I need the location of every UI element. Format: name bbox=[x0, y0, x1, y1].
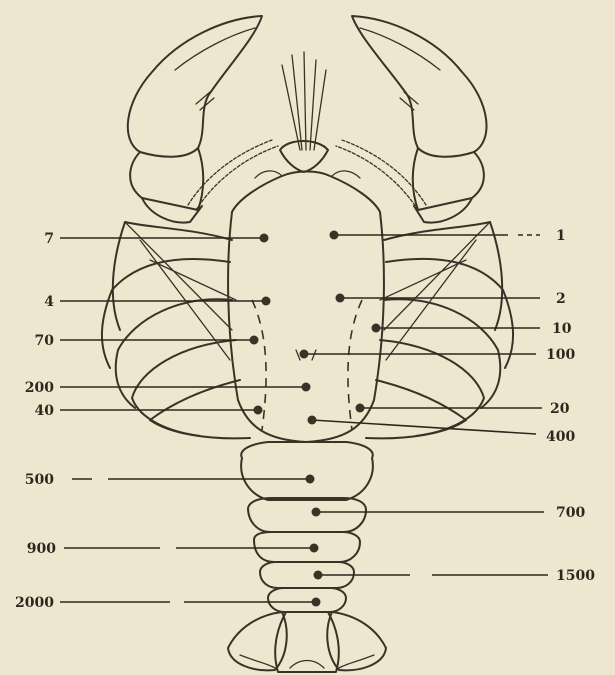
right-walking-legs bbox=[366, 222, 513, 438]
right-claw bbox=[352, 16, 487, 223]
label-1: 1 bbox=[556, 228, 566, 244]
label-200: 200 bbox=[25, 380, 54, 396]
dot-400 bbox=[308, 416, 317, 425]
dot-2000 bbox=[312, 598, 321, 607]
left-claw bbox=[128, 16, 262, 223]
right-leader-lines bbox=[304, 235, 548, 575]
dot-100 bbox=[300, 350, 309, 359]
right-labels: 1 2 10 100 20 400 700 1500 bbox=[546, 228, 595, 584]
carapace bbox=[228, 171, 384, 442]
dot-900 bbox=[310, 544, 319, 553]
dot-500 bbox=[306, 475, 315, 484]
label-4: 4 bbox=[44, 294, 54, 310]
dot-40 bbox=[254, 406, 263, 415]
dot-2 bbox=[336, 294, 345, 303]
dot-4 bbox=[262, 297, 271, 306]
dot-1500 bbox=[314, 571, 323, 580]
label-20: 20 bbox=[550, 401, 570, 417]
label-1500: 1500 bbox=[556, 568, 595, 584]
antennules bbox=[280, 52, 328, 172]
label-2000: 2000 bbox=[15, 595, 54, 611]
dot-10 bbox=[372, 324, 381, 333]
label-700: 700 bbox=[556, 505, 585, 521]
label-40: 40 bbox=[35, 403, 55, 419]
dot-1 bbox=[330, 231, 339, 240]
left-leader-lines bbox=[60, 238, 316, 602]
label-100: 100 bbox=[546, 347, 575, 363]
abdomen bbox=[241, 442, 373, 612]
label-500: 500 bbox=[25, 472, 54, 488]
measurement-dots bbox=[250, 231, 381, 607]
dot-7 bbox=[260, 234, 269, 243]
dot-20 bbox=[356, 404, 365, 413]
label-2: 2 bbox=[556, 291, 566, 307]
label-900: 900 bbox=[27, 541, 56, 557]
label-7: 7 bbox=[44, 231, 54, 247]
dot-200 bbox=[302, 383, 311, 392]
dot-700 bbox=[312, 508, 321, 517]
label-70: 70 bbox=[35, 333, 55, 349]
left-labels: 7 4 70 200 40 500 900 2000 bbox=[15, 231, 56, 611]
label-400: 400 bbox=[546, 429, 575, 445]
label-10: 10 bbox=[552, 321, 572, 337]
tail-fan bbox=[228, 612, 386, 672]
dot-70 bbox=[250, 336, 259, 345]
